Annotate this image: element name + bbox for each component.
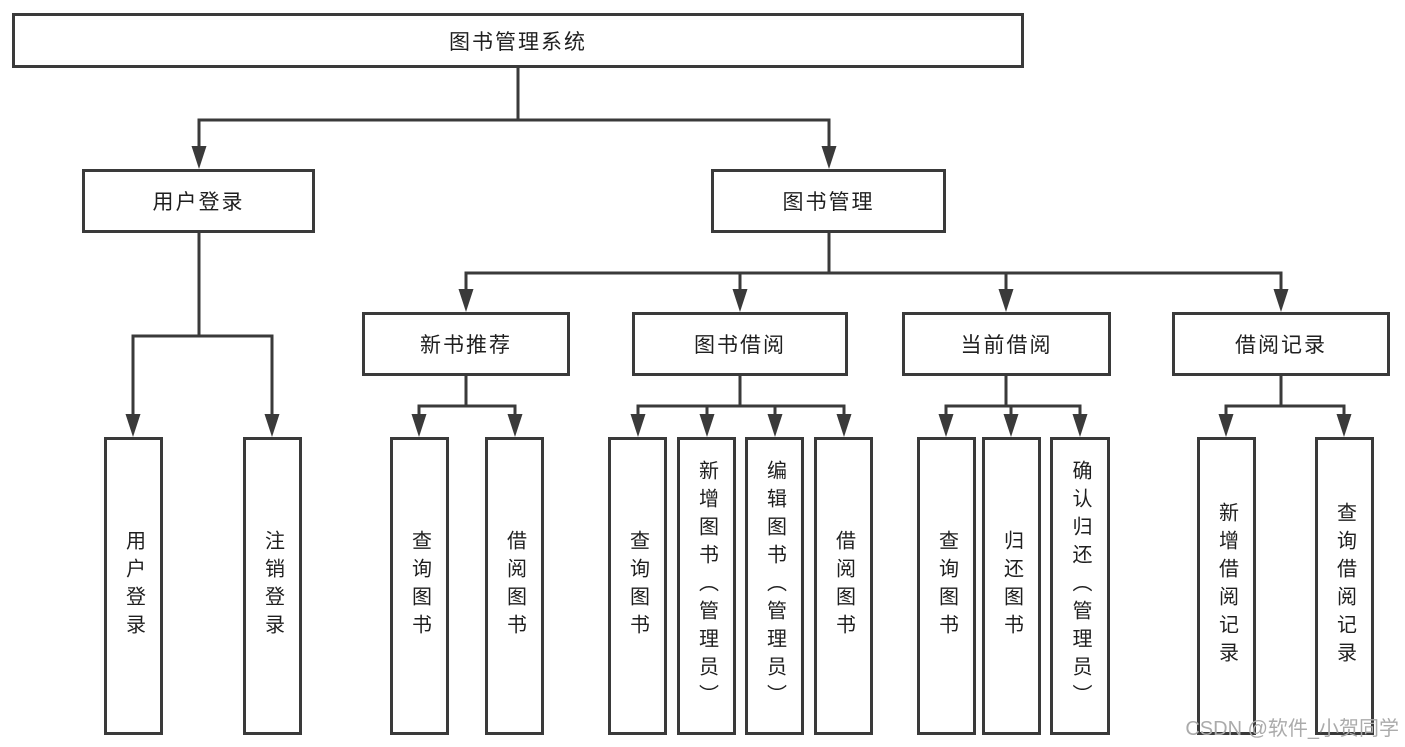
arrowhead-icons — [125, 146, 1352, 437]
node-library-management-system: 图书管理系统 — [12, 13, 1024, 68]
node-logout: 注销登录 — [243, 437, 302, 735]
node-borrow-books-recommend: 借阅图书 — [485, 437, 544, 735]
node-current-borrow: 当前借阅 — [902, 312, 1111, 376]
node-borrow-records: 借阅记录 — [1172, 312, 1390, 376]
node-query-borrow-record: 查询借阅记录 — [1315, 437, 1374, 735]
node-return-books: 归还图书 — [982, 437, 1041, 735]
node-confirm-return-admin: 确认归还（管理员） — [1050, 437, 1110, 735]
node-query-books-current: 查询图书 — [917, 437, 976, 735]
node-add-borrow-record: 新增借阅记录 — [1197, 437, 1256, 735]
node-book-borrow: 图书借阅 — [632, 312, 848, 376]
node-user-login: 用户登录 — [82, 169, 315, 233]
node-query-books-recommend: 查询图书 — [390, 437, 449, 735]
node-query-books-borrow: 查询图书 — [608, 437, 667, 735]
node-edit-books-admin: 编辑图书（管理员） — [745, 437, 804, 735]
watermark: CSDN @软件_小贺同学 — [1185, 718, 1399, 740]
node-borrow-books-leaf: 借阅图书 — [814, 437, 873, 735]
node-user-login-leaf: 用户登录 — [104, 437, 163, 735]
node-new-book-recommend: 新书推荐 — [362, 312, 570, 376]
node-add-books-admin: 新增图书（管理员） — [677, 437, 736, 735]
node-book-management: 图书管理 — [711, 169, 946, 233]
